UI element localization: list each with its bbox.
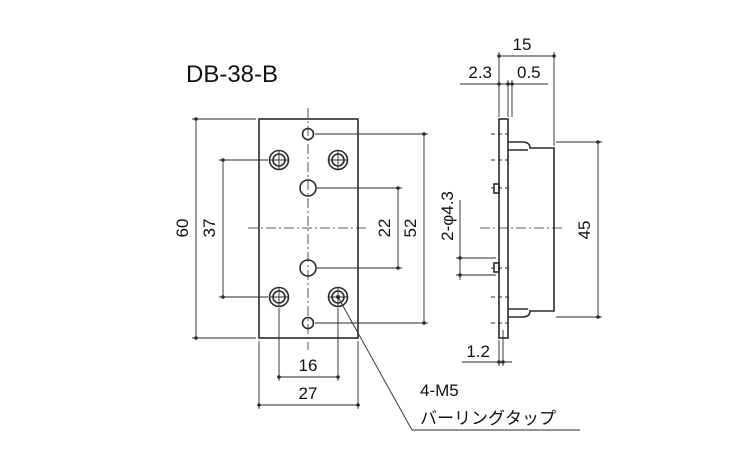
- burring-tap-callout: 4-M5 バーリングタップ: [336, 295, 580, 431]
- dim-27: 27: [299, 384, 318, 403]
- side-plate: [498, 118, 509, 339]
- mounting-hole-lower: [299, 259, 317, 277]
- callout-thread: 4-M5: [420, 381, 459, 400]
- front-view: [248, 108, 368, 350]
- dim-16: 16: [299, 356, 318, 375]
- part-title: DB-38-B: [186, 61, 278, 88]
- boss-upper: [493, 183, 500, 194]
- small-hole-bottom: [301, 316, 315, 330]
- small-hole-top: [301, 127, 315, 141]
- front-dimensions: 60 37 22 52 16 27: [173, 117, 428, 409]
- boss-lower: [493, 262, 500, 273]
- dim-holes: 2-φ4.3: [438, 191, 457, 241]
- dim-60: 60: [173, 219, 192, 238]
- mounting-hole-upper: [299, 179, 317, 197]
- side-dimensions: 15 2.3 0.5 45 2-φ4.3 1.2: [438, 35, 602, 366]
- dim-45: 45: [575, 221, 594, 240]
- dim-2-3: 2.3: [468, 63, 492, 82]
- dim-1-2: 1.2: [466, 342, 490, 361]
- side-body: [508, 141, 555, 318]
- dim-0-5: 0.5: [517, 63, 541, 82]
- dim-22: 22: [375, 219, 394, 238]
- callout-type: バーリングタップ: [420, 409, 556, 428]
- dim-52: 52: [401, 219, 420, 238]
- plate-outline: [258, 118, 359, 339]
- dim-15: 15: [513, 35, 532, 54]
- side-view: [480, 118, 564, 339]
- dim-37: 37: [200, 219, 219, 238]
